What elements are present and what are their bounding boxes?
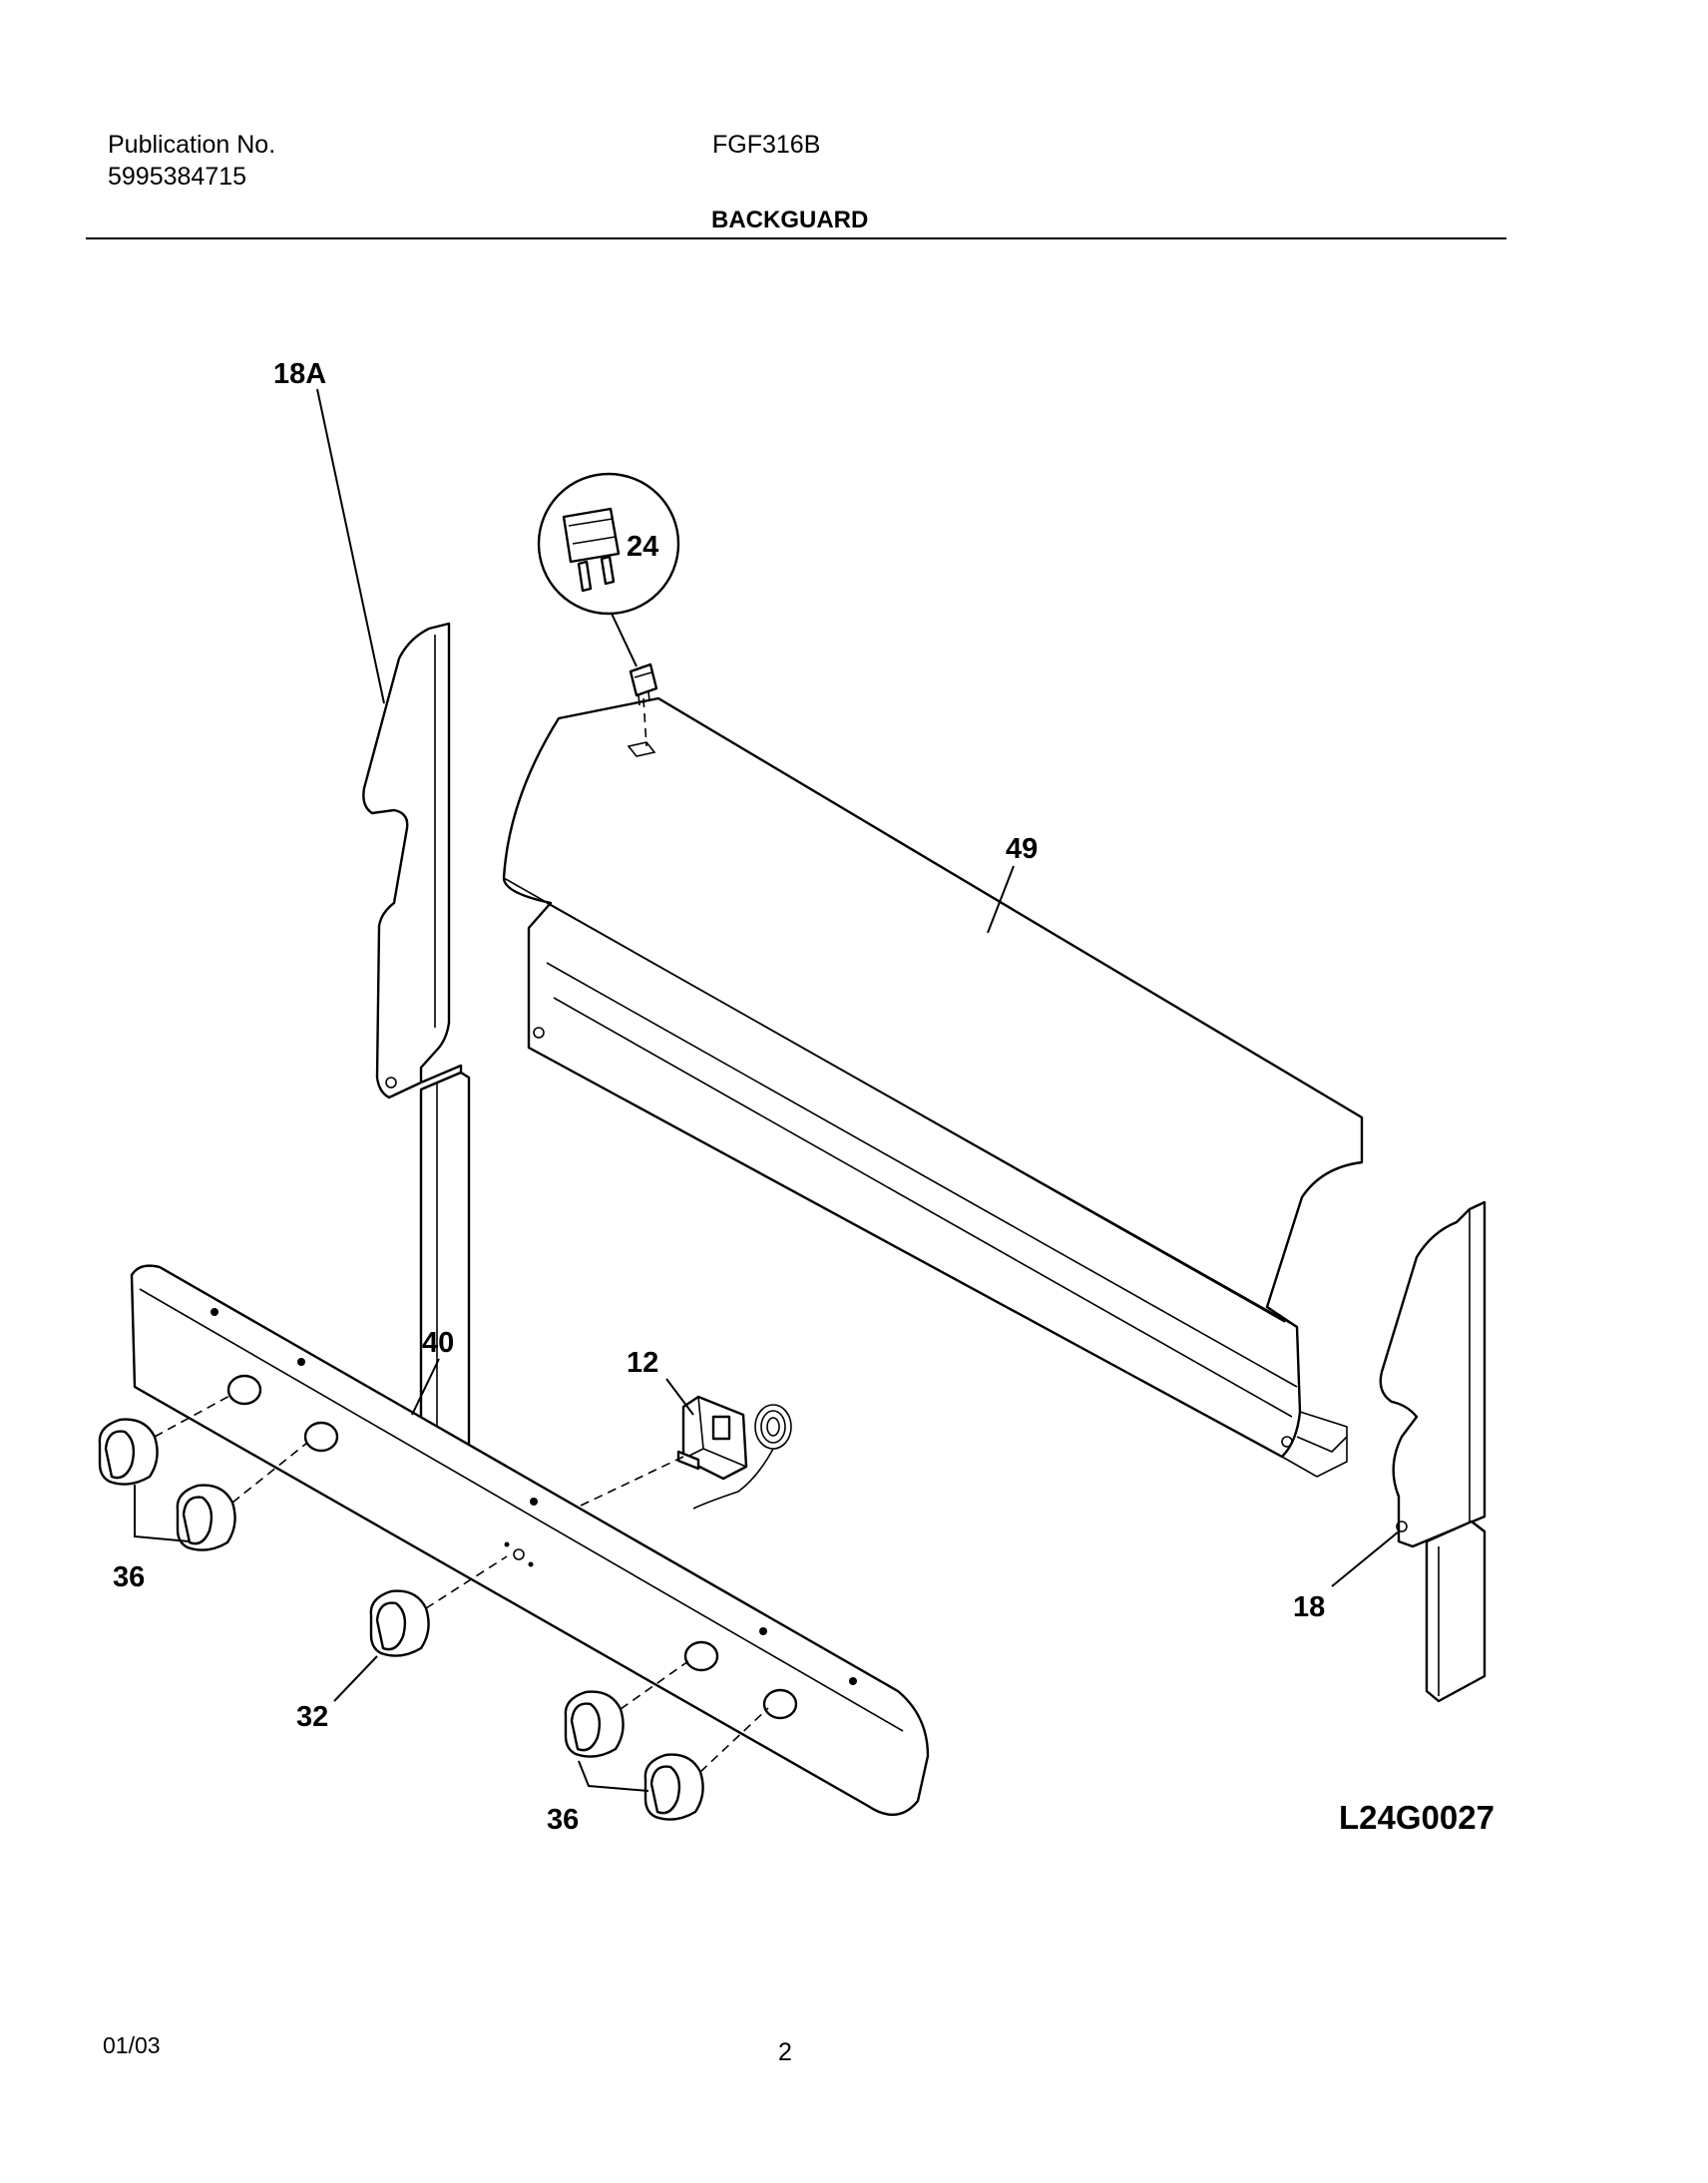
footer-page-number: 2 <box>778 2038 792 2066</box>
leader-40 <box>411 1358 440 1416</box>
callout-24: 24 <box>627 531 658 563</box>
header-rule <box>86 237 1506 239</box>
leader-18 <box>1331 1530 1400 1587</box>
callout-36-right: 36 <box>547 1804 579 1836</box>
knob-32-center <box>369 1589 430 1657</box>
switch-detail-icon <box>562 507 621 593</box>
knob-36-lower-right-a <box>564 1690 625 1758</box>
section-title: BACKGUARD <box>711 207 869 233</box>
knob-guide-3 <box>425 1555 508 1609</box>
model-number: FGF316B <box>712 131 821 159</box>
leader-32 <box>333 1655 378 1702</box>
knob-36-lower-right-b <box>643 1753 704 1821</box>
knob-36-upper-left-b <box>176 1484 236 1551</box>
rocker-switch <box>629 662 658 706</box>
leader-49 <box>987 865 1015 934</box>
knob-guide-2 <box>231 1442 308 1504</box>
leader-36-left <box>134 1485 191 1542</box>
publication-label: Publication No. <box>108 131 276 159</box>
callout-32: 32 <box>296 1701 328 1733</box>
end-cap-right <box>1379 1200 1487 1703</box>
thermostat <box>676 1395 792 1510</box>
backguard-panel <box>502 696 1364 1478</box>
leader-18a <box>316 388 385 704</box>
callout-49: 49 <box>1006 833 1038 865</box>
callout-18: 18 <box>1293 1591 1325 1623</box>
end-cap-left <box>362 622 471 1469</box>
footer-date: 01/03 <box>103 2032 161 2058</box>
thermostat-guide <box>578 1456 684 1508</box>
knob-guide-5 <box>699 1707 769 1773</box>
diagram-code: L24G0027 <box>1339 1799 1494 1836</box>
publication-number: 5995384715 <box>108 163 247 191</box>
callout-12: 12 <box>627 1347 658 1379</box>
callout-40: 40 <box>422 1327 454 1359</box>
callout-36-left: 36 <box>113 1561 145 1593</box>
switch-mount-guide <box>642 697 647 747</box>
leader-12 <box>665 1378 694 1416</box>
knob-36-upper-left-a <box>98 1418 159 1486</box>
control-panel <box>130 1264 930 1816</box>
leader-36-right <box>578 1760 649 1792</box>
callout-18a: 18A <box>273 358 326 390</box>
